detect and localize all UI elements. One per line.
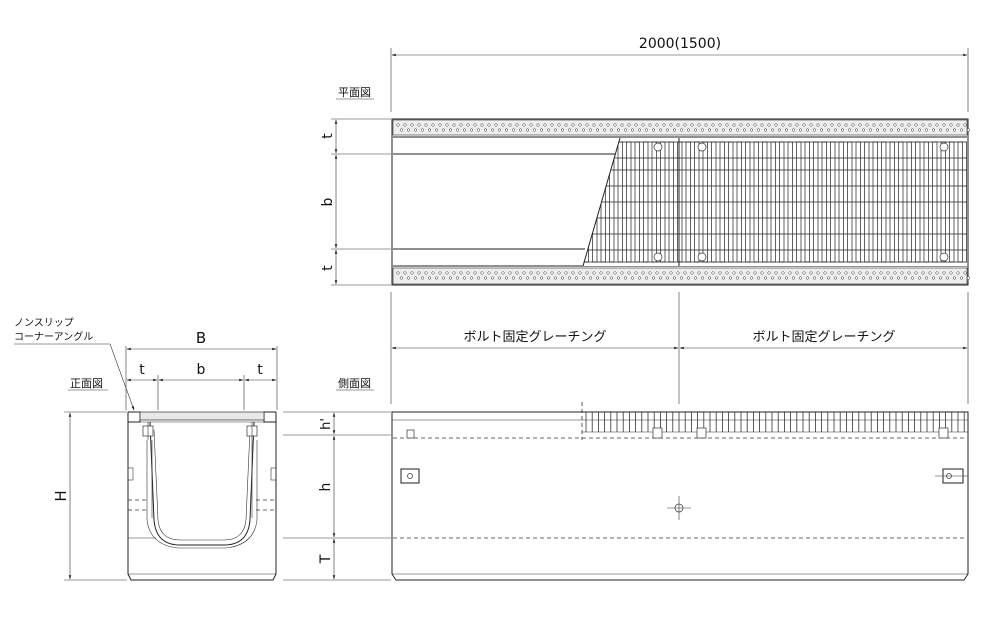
side-grating-bars bbox=[582, 412, 968, 433]
center-mark bbox=[667, 496, 691, 520]
plan-view-title: 平面図 bbox=[338, 86, 371, 99]
bolt-hole bbox=[653, 142, 663, 152]
side-slot-left bbox=[400, 468, 420, 484]
grating-right-label: ボルト固定グレーチング bbox=[752, 330, 895, 345]
plan-grating bbox=[583, 138, 967, 266]
front-dim-b: b bbox=[197, 362, 206, 378]
side-dim-T: T bbox=[318, 554, 334, 564]
side-bolt bbox=[938, 427, 949, 439]
front-dim-t-right: t bbox=[257, 362, 263, 378]
bottom-non-slip-strip bbox=[392, 267, 968, 285]
side-dim-h-prime: h' bbox=[319, 418, 334, 430]
side-slot-right bbox=[935, 468, 968, 484]
side-view: 側面図 h' h T bbox=[283, 377, 969, 581]
side-bolt bbox=[696, 427, 707, 439]
top-non-slip-strip bbox=[392, 119, 968, 136]
front-dim-H: H bbox=[52, 490, 70, 501]
break-line bbox=[582, 137, 621, 267]
corner-angle-label: コーナーアングル bbox=[14, 330, 93, 343]
bolt-hole bbox=[939, 252, 949, 262]
front-dim-B: B bbox=[196, 329, 206, 347]
front-dim-t-left: t bbox=[139, 362, 145, 378]
plan-dim-b: b bbox=[320, 197, 336, 206]
grating-left-label: ボルト固定グレーチング bbox=[463, 330, 606, 345]
side-bolt bbox=[406, 429, 415, 439]
bolt-hole bbox=[653, 252, 663, 262]
length-label: 2000(1500) bbox=[639, 36, 721, 52]
side-bolt bbox=[652, 427, 663, 439]
top-strip-pattern bbox=[396, 123, 971, 132]
plan-dim-t-bottom: t bbox=[320, 265, 336, 271]
bolt-hole bbox=[939, 142, 949, 152]
bottom-strip-pattern bbox=[396, 271, 971, 280]
grating-length-dimension: ボルト固定グレーチング ボルト固定グレーチング bbox=[390, 292, 969, 404]
side-dim-h: h bbox=[318, 483, 334, 492]
bolt-hole bbox=[697, 252, 707, 262]
plan-dim-t-top: t bbox=[320, 133, 336, 139]
front-bolt-left bbox=[142, 422, 154, 440]
length-dimension: 2000(1500) bbox=[390, 36, 969, 112]
front-bolt-right bbox=[246, 422, 258, 440]
plan-view: 平面図 bbox=[320, 86, 971, 286]
side-view-title: 側面図 bbox=[338, 377, 371, 390]
front-view-title: 正面図 bbox=[70, 377, 103, 390]
non-slip-label: ノンスリップ bbox=[14, 317, 74, 329]
bolt-hole bbox=[697, 142, 707, 152]
front-view: ノンスリップ コーナーアングル 正面図 B t b t H bbox=[14, 317, 278, 581]
